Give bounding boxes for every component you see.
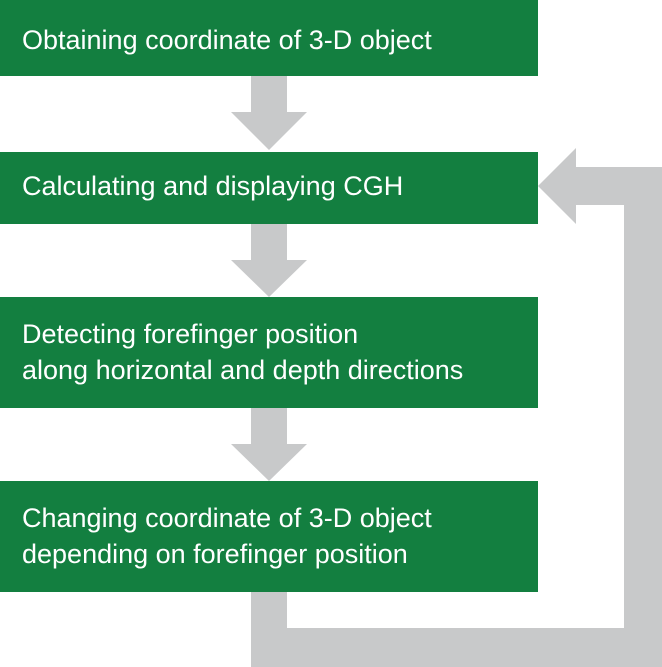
step-calculate-display-cgh: Calculating and displaying CGH xyxy=(0,152,538,224)
step-change-coordinate: Changing coordinate of 3-D object depend… xyxy=(0,481,538,592)
feedback-loop-arrow xyxy=(251,148,662,667)
step-4-line-2: depending on forefinger position xyxy=(22,539,408,569)
down-arrow-1-to-2 xyxy=(231,76,307,150)
down-arrow-3-to-4 xyxy=(231,408,307,481)
step-4-line-1: Changing coordinate of 3-D object xyxy=(22,503,432,533)
step-3-line-1: Detecting forefinger position xyxy=(22,319,359,349)
step-detect-forefinger: Detecting forefinger position along hori… xyxy=(0,297,538,408)
step-obtain-coordinate: Obtaining coordinate of 3-D object xyxy=(0,0,538,76)
down-arrow-2-to-3 xyxy=(231,224,307,297)
step-1-line-1: Obtaining coordinate of 3-D object xyxy=(22,25,432,55)
step-3-line-2: along horizontal and depth directions xyxy=(22,355,464,385)
step-2-line-1: Calculating and displaying CGH xyxy=(22,171,404,201)
